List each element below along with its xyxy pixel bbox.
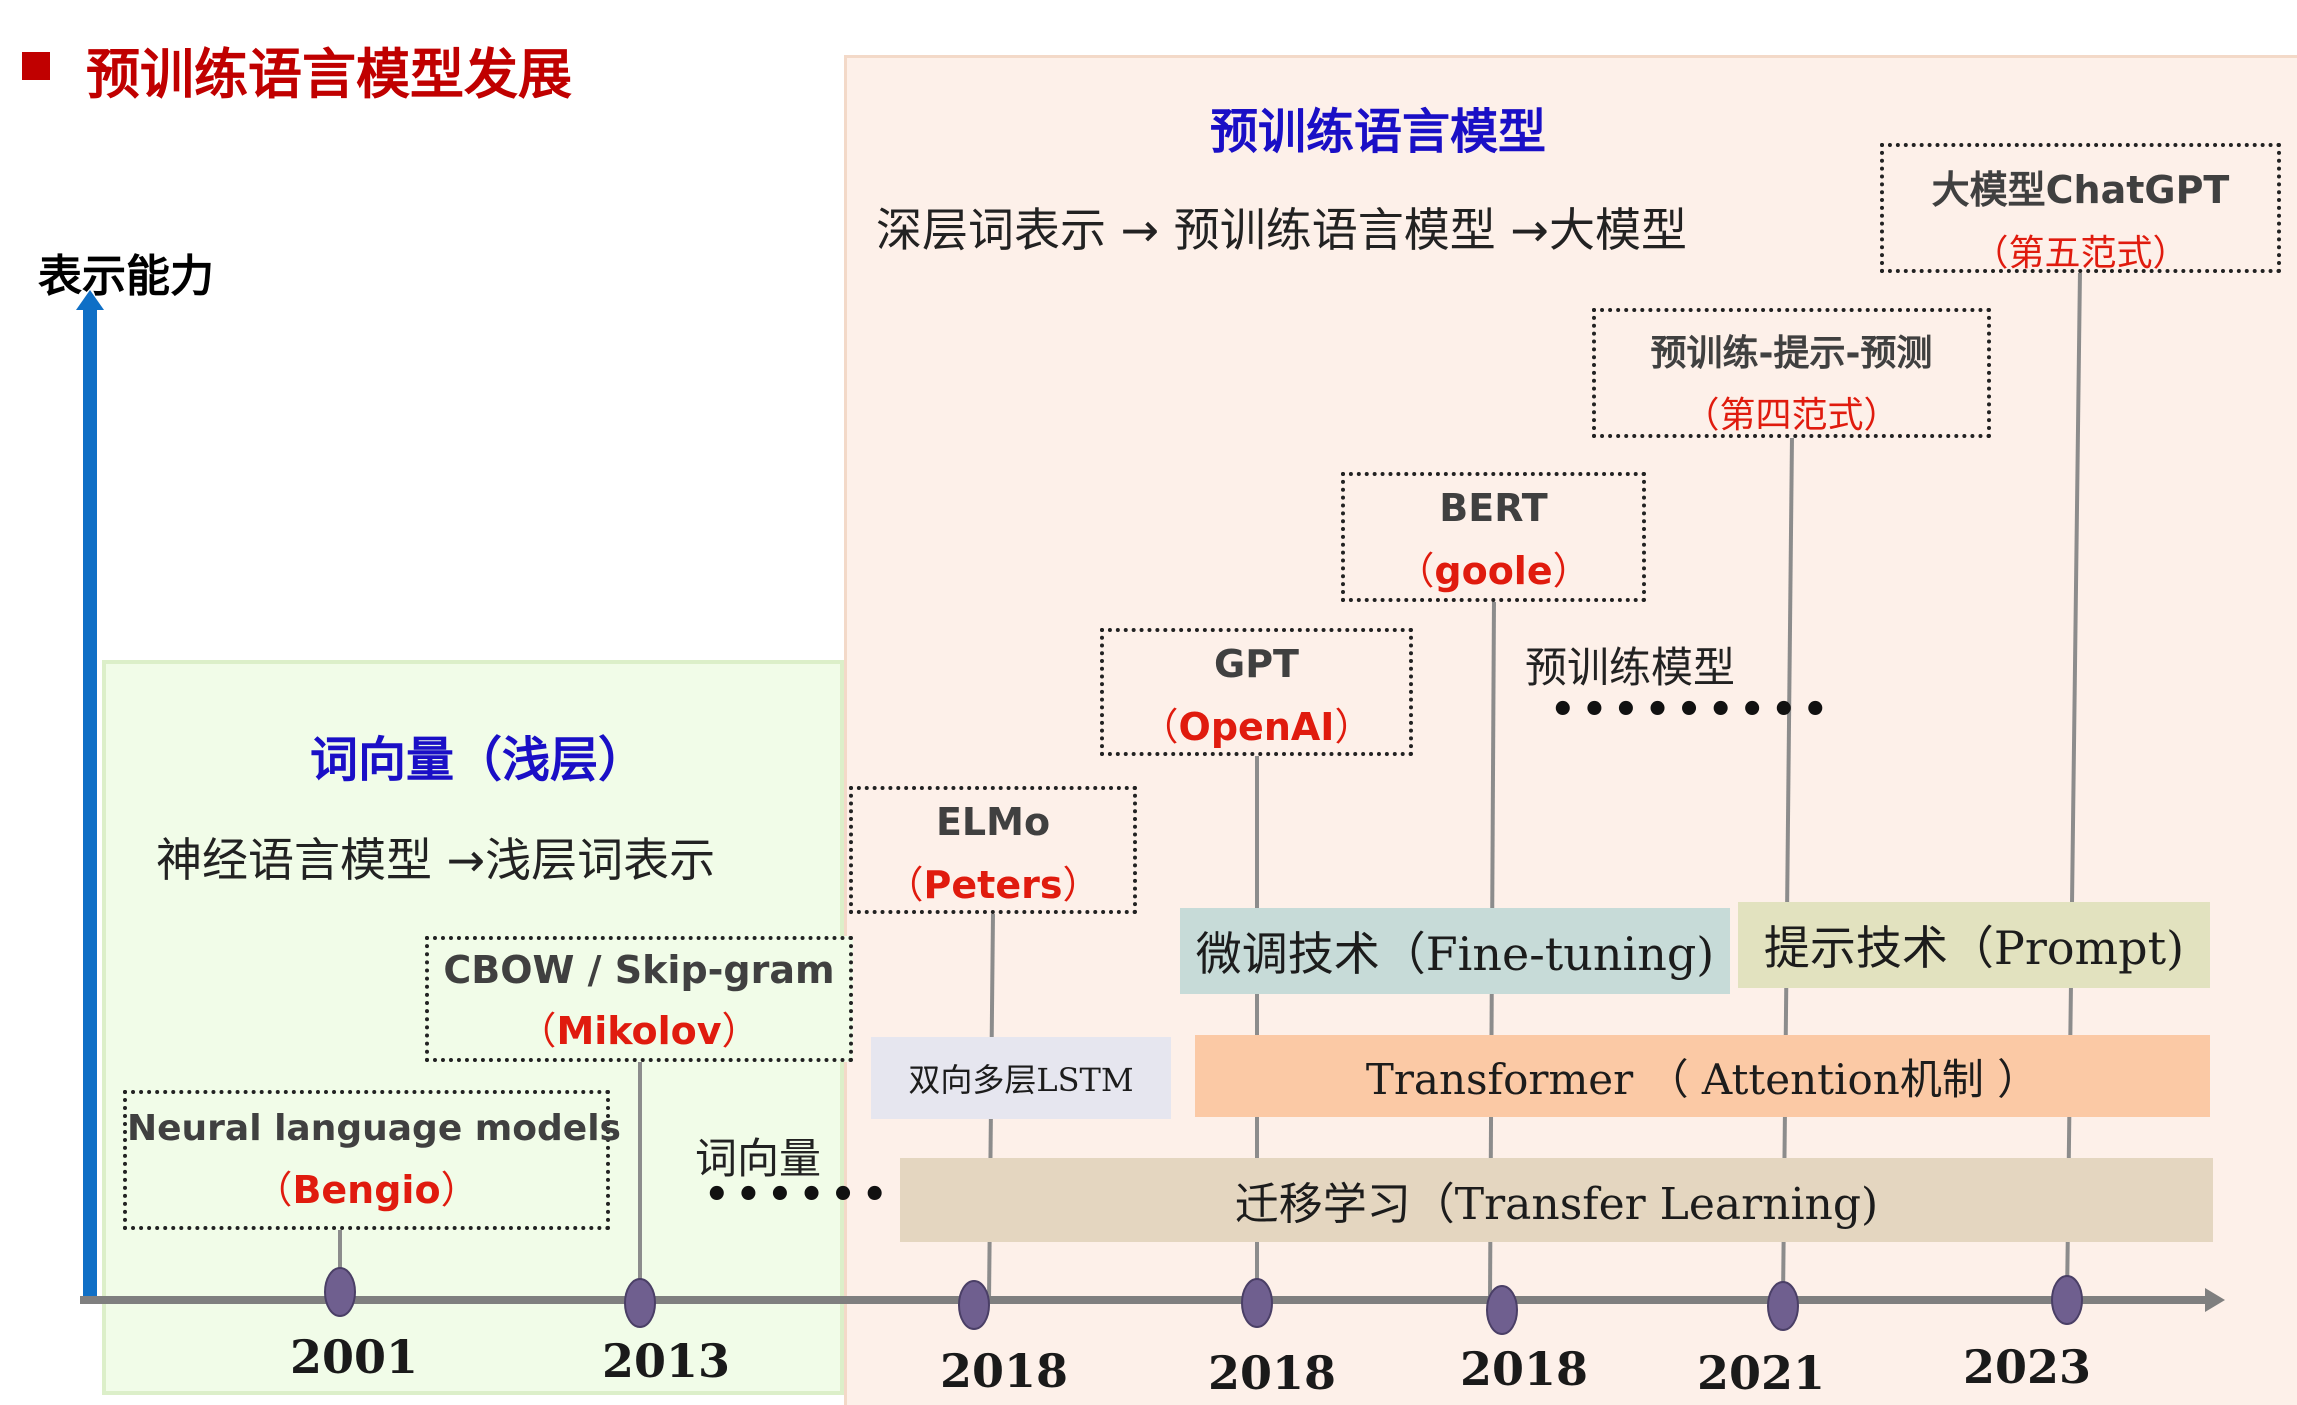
- pretrained-model-ellipsis: •••••••••: [1550, 687, 1835, 733]
- milestone-author: Peters: [923, 863, 1063, 907]
- y-axis-arrowhead: [76, 290, 104, 310]
- milestone-name: 大模型ChatGPT: [1931, 168, 2230, 212]
- milestone-author: goole: [1434, 549, 1553, 593]
- milestone-author: 第五范式: [2008, 233, 2153, 274]
- page-title: 预训练语言模型发展: [86, 43, 572, 106]
- header-bullet: [22, 52, 50, 80]
- timeline-arrowhead: [2205, 1288, 2225, 1312]
- timeline-node-2013: [624, 1278, 656, 1328]
- milestone-author: Bengio: [292, 1168, 441, 1212]
- timeline-node-2023: [2051, 1275, 2083, 1325]
- timeline-node-bert: [1486, 1285, 1518, 1335]
- year-label: 2001: [290, 1330, 419, 1384]
- timeline-node-2001: [324, 1267, 356, 1317]
- milestone-box-nlm: Neural language models （Bengio）: [123, 1090, 621, 1230]
- year-label: 2018: [1208, 1346, 1337, 1400]
- milestone-box-bert: BERT （goole）: [1341, 472, 1646, 602]
- timeline-node-gpt: [1241, 1278, 1273, 1328]
- pretrain-zone-title: 预训练语言模型: [1210, 104, 1547, 160]
- milestone-box-elmo: ELMo （Peters）: [849, 786, 1137, 914]
- milestone-box-cbow: CBOW / Skip-gram （Mikolov）: [425, 936, 853, 1062]
- milestone-name: BERT: [1439, 486, 1548, 530]
- milestone-box-paradigm4: 预训练-提示-预测 （第四范式）: [1592, 308, 1991, 438]
- milestone-name: CBOW / Skip-gram: [443, 948, 835, 992]
- prompt-bar: 提示技术（Prompt): [1738, 902, 2210, 988]
- transformer-bar: Transformer （ Attention机制 ）: [1195, 1035, 2210, 1117]
- year-label: 2021: [1697, 1346, 1826, 1400]
- lstm-bar: 双向多层LSTM: [871, 1037, 1171, 1119]
- shallow-zone-subtitle: 神经语言模型 →浅层词表示: [156, 833, 716, 887]
- year-label: 2023: [1963, 1340, 2092, 1394]
- milestone-box-chatgpt: 大模型ChatGPT （第五范式）: [1880, 143, 2281, 274]
- milestone-author: OpenAI: [1178, 705, 1335, 749]
- transfer-learning-bar: 迁移学习（Transfer Learning): [900, 1158, 2213, 1242]
- word-vector-ellipsis: ••••••: [704, 1172, 894, 1218]
- year-label: 2018: [940, 1344, 1069, 1398]
- milestone-name: Neural language models: [127, 1108, 621, 1149]
- timeline-node-elmo: [958, 1280, 990, 1330]
- milestone-box-gpt: GPT （OpenAI）: [1100, 628, 1413, 756]
- finetune-bar: 微调技术（Fine-tuning): [1180, 908, 1730, 994]
- year-label: 2013: [602, 1334, 731, 1388]
- pretrained-model-note: 预训练模型: [1525, 643, 1736, 692]
- shallow-zone-title: 词向量（浅层）: [310, 732, 647, 788]
- milestone-author: Mikolov: [556, 1009, 722, 1053]
- year-label: 2018: [1460, 1342, 1589, 1396]
- milestone-name: ELMo: [935, 800, 1051, 844]
- milestone-name: GPT: [1214, 642, 1299, 686]
- milestone-author: 第四范式: [1719, 395, 1864, 436]
- timeline-node-2021: [1767, 1281, 1799, 1331]
- milestone-name: 预训练-提示-预测: [1650, 333, 1933, 374]
- y-axis-label: 表示能力: [38, 251, 214, 302]
- pretrain-zone-subtitle: 深层词表示 → 预训练语言模型 →大模型: [876, 203, 1687, 257]
- word-vector-note: 词向量: [695, 1134, 822, 1183]
